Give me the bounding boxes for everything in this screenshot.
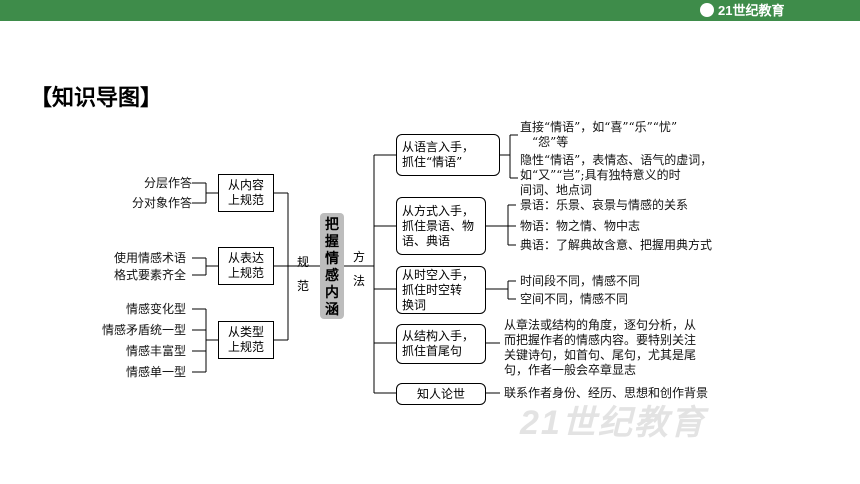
slide-title: 【知识导图】 [30,86,163,111]
detail-line: 间词、地点词 [520,183,593,197]
box-line: 从类型 [227,325,264,339]
detail-text: 隐性“情语”，表情态、语气的虚词， 如“又”“岂”;具有独特意义的时 间词、地点… [520,153,780,198]
center-topic: 把握情感内涵 [320,213,344,319]
detail-text: 从章法或结构的角度，逐句分析，从 而把握作者的情感内容。要特别关注 关键诗句，如… [504,318,734,378]
center-topic-char: 感 [325,268,339,284]
branch-char: 方 [352,250,365,264]
method-box-language: 从语言入手，抓住“情语” [396,134,500,176]
box-line: 从结构入手， [402,329,475,343]
right-branch-label: 方法 [352,245,366,293]
detail-text: 景语：乐景、哀景与情感的关系 [520,198,689,212]
box-line: 从语言入手， [402,140,475,154]
left-branch-label: 规范 [296,250,310,298]
box-line: 知人论世 [416,386,465,401]
detail-text: 直接“情语”，如“喜”“乐”“忧” “怨”等 [520,120,760,150]
logo-text: 21世纪教育 [718,3,785,18]
detail-line: 如“又”“岂”;具有独特意义的时 [520,168,681,182]
box-line: 从方式入手， [402,203,475,218]
left-item: 格式要素齐全 [114,268,187,282]
left-item: 情感变化型 [126,302,187,316]
box-line: 从时空入手， [402,267,475,282]
left-category-box-expression: 从表达上规范 [218,247,274,285]
detail-line: 句，作者一般会卒章显志 [504,363,637,377]
box-line: 换词 [402,297,427,312]
method-box-context: 知人论世 [396,383,486,405]
center-topic-char: 握 [325,234,339,250]
box-line: 上规范 [227,193,264,207]
site-logo: 21世纪教育 [700,2,850,19]
detail-line: 从章法或结构的角度，逐句分析，从 [504,318,697,332]
left-item: 分层作答 [144,176,193,190]
box-line: 抓住时空转 [402,282,463,297]
center-topic-char: 情 [325,251,339,267]
center-topic-char: 涵 [325,302,339,318]
detail-line: 而把握作者的情感内容。要特别关注 [504,333,697,347]
method-box-time-space: 从时空入手，抓住时空转换词 [396,266,486,314]
center-topic-char: 把 [325,217,339,233]
center-topic-char: 内 [325,285,339,301]
detail-text: 联系作者身份、经历、思想和创作背景 [504,386,709,400]
box-line: 从表达 [227,251,264,265]
detail-text: 空间不同，情感不同 [520,292,629,306]
branch-char: 法 [352,274,365,288]
method-box-approach: 从方式入手，抓住景语、物语、典语 [396,197,486,255]
box-line: 上规范 [227,340,264,354]
left-category-box-content: 从内容上规范 [218,174,274,212]
branch-char: 规 [296,255,309,269]
detail-line: 关键诗句，如首句、尾句，尤其是尾 [504,348,697,362]
box-line: 语、典语 [402,233,451,248]
left-item: 使用情感术语 [114,251,187,265]
box-line: 上规范 [227,266,264,280]
branch-char: 范 [296,279,309,293]
detail-line: “怨”等 [532,135,569,149]
method-box-structure: 从结构入手，抓住首尾句 [396,324,486,364]
left-item: 情感矛盾统一型 [102,323,187,337]
detail-line: 隐性“情语”，表情态、语气的虚词， [520,153,713,167]
box-line: 抓住景语、物 [402,218,475,233]
box-line: 抓住首尾句 [402,344,463,358]
left-item: 情感丰富型 [126,344,187,358]
detail-text: 物语：物之情、物中志 [520,219,641,233]
box-line: 从内容 [227,178,264,192]
detail-text: 时间段不同，情感不同 [520,274,641,288]
left-item: 情感单一型 [126,365,187,379]
runner-logo-icon [700,3,714,17]
detail-line: 直接“情语”，如“喜”“乐”“忧” [520,120,678,134]
left-item: 分对象作答 [132,196,193,210]
box-line: 抓住“情语” [402,155,463,169]
left-category-box-type: 从类型上规范 [218,321,274,359]
top-header-bar: 21世纪教育 [0,0,860,21]
watermark: 21世纪教育 [520,404,706,442]
detail-text: 典语：了解典故含意、把握用典方式 [520,238,713,252]
